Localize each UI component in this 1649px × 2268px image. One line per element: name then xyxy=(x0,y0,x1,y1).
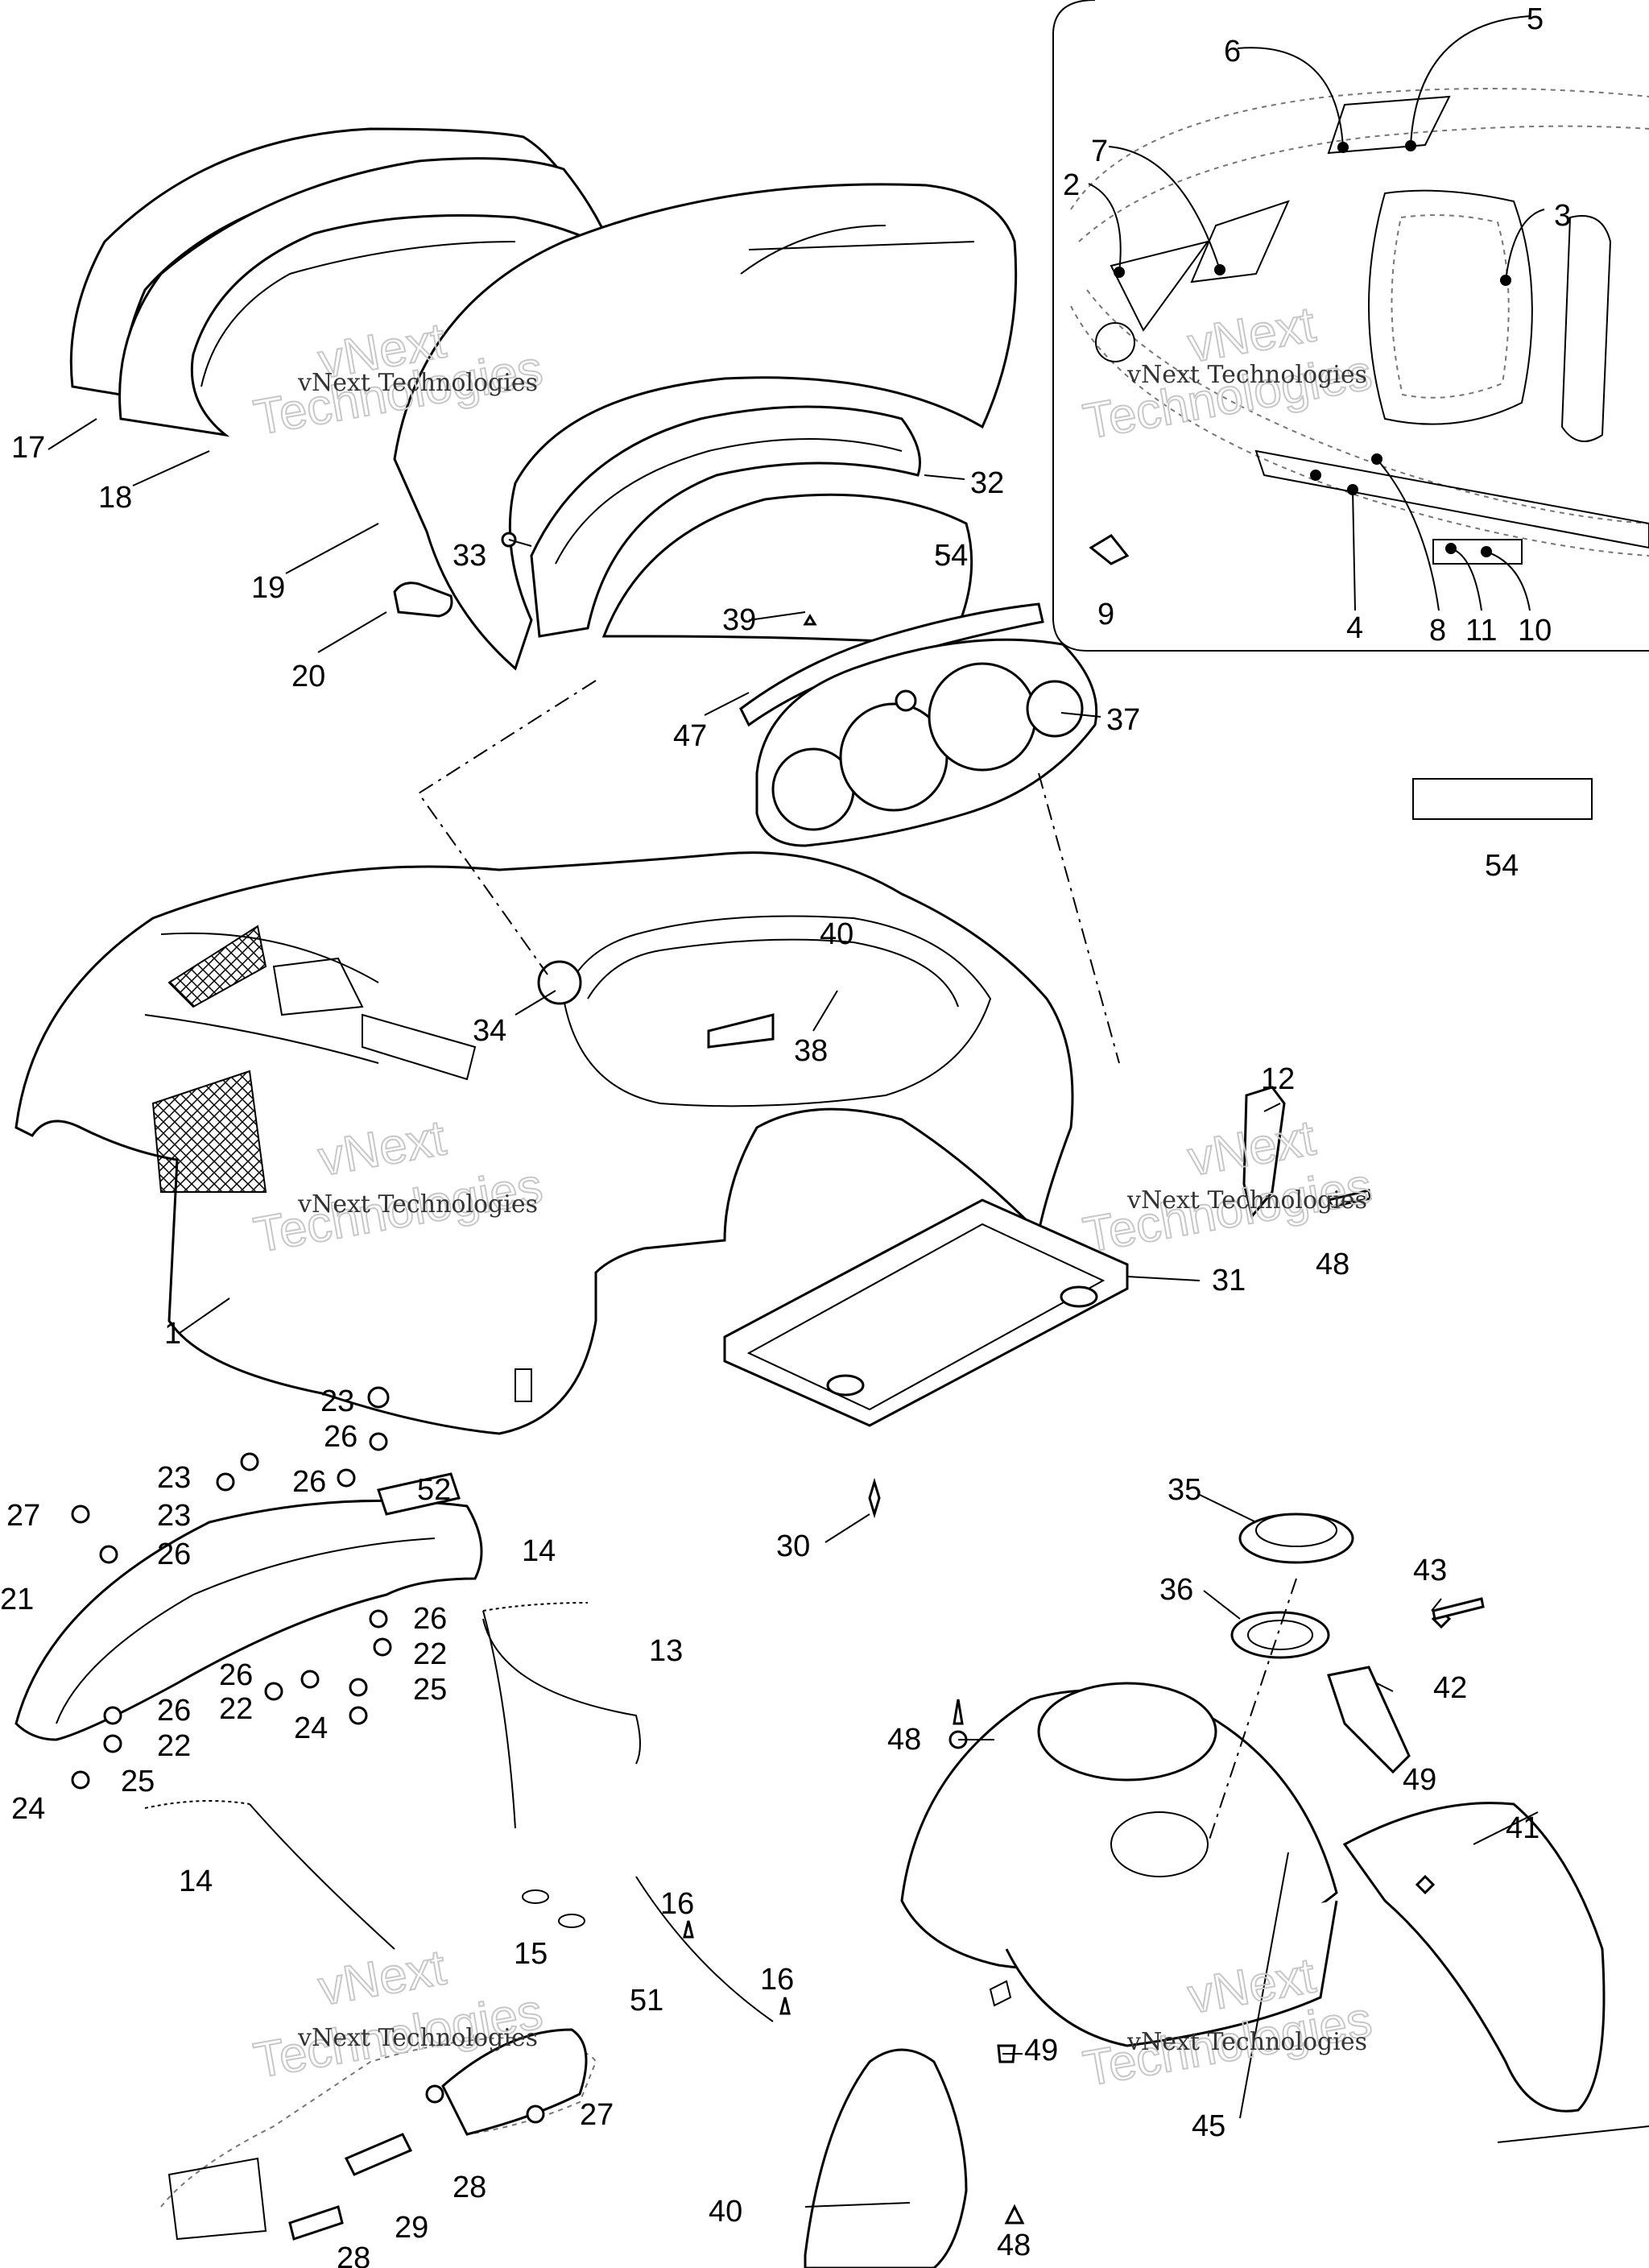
callout-16: 16 xyxy=(660,1887,694,1921)
callout-3: 3 xyxy=(1554,199,1571,233)
callout-38: 38 xyxy=(794,1034,828,1068)
callout-11: 11 xyxy=(1465,614,1497,648)
callout-28: 28 xyxy=(337,2241,370,2268)
tray-group xyxy=(723,1086,1372,1427)
callout-8: 8 xyxy=(1429,614,1446,648)
callout-14: 14 xyxy=(179,1864,213,1898)
callout-18: 18 xyxy=(98,481,132,515)
callout-50: 51 xyxy=(630,1984,663,2018)
side-panels-group xyxy=(69,127,1018,671)
callout-15: 15 xyxy=(514,1937,548,1971)
callout-49: 49 xyxy=(1024,2034,1058,2067)
callout-39: 39 xyxy=(722,603,756,637)
main-body-group xyxy=(14,851,1074,1435)
callout-23: 23 xyxy=(320,1384,354,1418)
callout-28: 28 xyxy=(453,2171,486,2204)
callout-1: 1 xyxy=(164,1317,181,1351)
callout-25: 25 xyxy=(121,1765,155,1798)
callout-43: 42 xyxy=(1433,1671,1467,1705)
callout-23: 23 xyxy=(157,1499,191,1533)
callout-12: 12 xyxy=(1261,1062,1295,1096)
callout-16: 16 xyxy=(760,1963,794,1997)
bracket-group xyxy=(14,1386,483,1790)
callout-13: 13 xyxy=(649,1634,683,1668)
callout-48: 48 xyxy=(1316,1248,1349,1281)
callout-51: 52 xyxy=(417,1473,451,1507)
callout-22: 22 xyxy=(219,1692,253,1726)
callout-27: 27 xyxy=(580,2098,614,2132)
callout-26: 26 xyxy=(292,1465,326,1499)
callout-22: 22 xyxy=(413,1637,447,1671)
callout-31: 31 xyxy=(1212,1264,1246,1297)
callout-labels: 5 6 7 2 3 9 4 8 11 10 17 18 19 20 33 32 … xyxy=(0,2,1571,2268)
gauge-group xyxy=(501,405,1098,847)
svg-text:vNext Technologies: vNext Technologies xyxy=(297,1190,538,1219)
callout-7: 7 xyxy=(1091,135,1108,168)
callout-19: 19 xyxy=(251,571,285,605)
callout-52: 54 xyxy=(934,539,968,573)
shroud-group xyxy=(804,1513,1649,2268)
callout-48: 48 xyxy=(997,2229,1031,2262)
callout-37: 37 xyxy=(1106,703,1140,737)
part-54-box xyxy=(1412,778,1593,820)
callout-2: 2 xyxy=(1063,168,1080,202)
callout-4: 4 xyxy=(1346,611,1363,645)
callout-27: 27 xyxy=(6,1499,40,1533)
callout-47: 45 xyxy=(1192,2109,1225,2143)
bumper-group xyxy=(160,2028,597,2241)
callout-40: 40 xyxy=(820,917,853,951)
svg-text:vNext Technologies: vNext Technologies xyxy=(1126,1186,1367,1215)
callout-25: 25 xyxy=(413,1673,447,1707)
callout-23: 23 xyxy=(157,1461,191,1495)
callout-26: 26 xyxy=(324,1420,357,1454)
detail-inset xyxy=(1052,0,1649,652)
callout-34: 34 xyxy=(473,1014,506,1048)
callout-20: 20 xyxy=(291,660,325,693)
callout-41: 40 xyxy=(709,2195,742,2229)
callout-10: 10 xyxy=(1518,614,1552,648)
callout-30: 30 xyxy=(776,1529,810,1563)
callout-24: 24 xyxy=(294,1711,328,1745)
callout-26: 26 xyxy=(219,1658,253,1692)
dash-leaders xyxy=(417,680,1297,1845)
callout-5: 5 xyxy=(1527,2,1544,36)
callout-26: 26 xyxy=(157,1538,191,1571)
cable-group xyxy=(144,1602,774,2022)
callout-33: 33 xyxy=(453,539,486,573)
svg-text:vNext Technologies: vNext Technologies xyxy=(297,2024,538,2052)
callout-29: 29 xyxy=(395,2211,428,2245)
callout-32: 32 xyxy=(970,466,1004,500)
callout-48: 48 xyxy=(887,1723,921,1757)
svg-text:vNext Technologies: vNext Technologies xyxy=(297,369,538,397)
callout-24: 24 xyxy=(11,1792,45,1826)
callout-26: 26 xyxy=(413,1602,447,1636)
callout-49: 49 xyxy=(1403,1763,1436,1797)
callout-17: 17 xyxy=(11,431,45,465)
callout-54: 54 xyxy=(1485,849,1519,883)
callout-14: 14 xyxy=(522,1534,556,1568)
callout-26: 26 xyxy=(157,1694,191,1728)
svg-text:vNext Technologies: vNext Technologies xyxy=(1126,361,1367,389)
callout-21: 21 xyxy=(0,1583,34,1616)
callout-9: 9 xyxy=(1097,598,1114,631)
svg-text:vNext Technologies: vNext Technologies xyxy=(1126,2028,1367,2056)
leader-lines xyxy=(48,418,1539,2208)
callout-45: 47 xyxy=(673,719,707,753)
callout-42: 41 xyxy=(1506,1811,1539,1845)
callout-6: 6 xyxy=(1224,35,1241,68)
callout-36: 36 xyxy=(1159,1573,1193,1607)
callout-44: 43 xyxy=(1413,1554,1447,1587)
callout-35: 35 xyxy=(1168,1473,1201,1507)
callout-22: 22 xyxy=(157,1729,191,1763)
